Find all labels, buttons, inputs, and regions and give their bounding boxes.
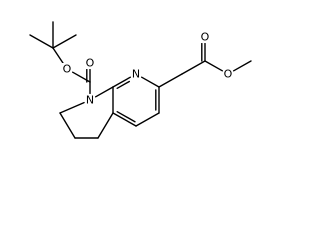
- bond-line: [52, 34, 77, 49]
- oxygen-atom-label: O: [200, 31, 210, 44]
- bond-line: [97, 112, 114, 139]
- bond-line-double: [116, 110, 136, 123]
- atom-label-background: [85, 94, 95, 106]
- atom-symbol: O: [201, 31, 210, 44]
- bond-line: [181, 60, 206, 75]
- bond-line: [52, 47, 65, 65]
- nitrogen-atom-label: N: [85, 94, 95, 107]
- bond-line: [59, 112, 76, 139]
- atom-symbol: O: [63, 63, 72, 76]
- oxygen-atom-label: O: [223, 68, 233, 81]
- atom-label-background: [62, 63, 72, 75]
- bond-line: [94, 86, 114, 98]
- bond-line: [232, 60, 252, 72]
- bond-line: [29, 34, 54, 49]
- atom-label-background: [223, 68, 233, 80]
- bond-line: [59, 101, 85, 114]
- bond-line: [140, 76, 160, 88]
- atom-label-background: [85, 57, 95, 69]
- atom-symbol: N: [86, 94, 94, 107]
- bond-line: [158, 73, 183, 88]
- bonds-layer: [29, 21, 252, 139]
- bond-line: [112, 76, 132, 88]
- bond-line-double: [116, 80, 131, 90]
- bond-line: [135, 112, 160, 127]
- atom-symbol: O: [224, 68, 233, 81]
- atom-label-background: [200, 31, 210, 43]
- nitrogen-atom-label: N: [131, 68, 141, 81]
- structure-drawing: O O N N O O: [29, 21, 252, 139]
- bond-line: [112, 112, 137, 127]
- bond-line: [204, 60, 224, 72]
- oxygen-atom-label: O: [85, 57, 95, 70]
- atoms-layer: O O N N O O: [62, 31, 233, 107]
- atom-symbol: N: [132, 68, 140, 81]
- atom-label-background: [131, 68, 141, 80]
- oxygen-atom-label: O: [62, 63, 72, 76]
- atom-symbol: O: [86, 57, 95, 70]
